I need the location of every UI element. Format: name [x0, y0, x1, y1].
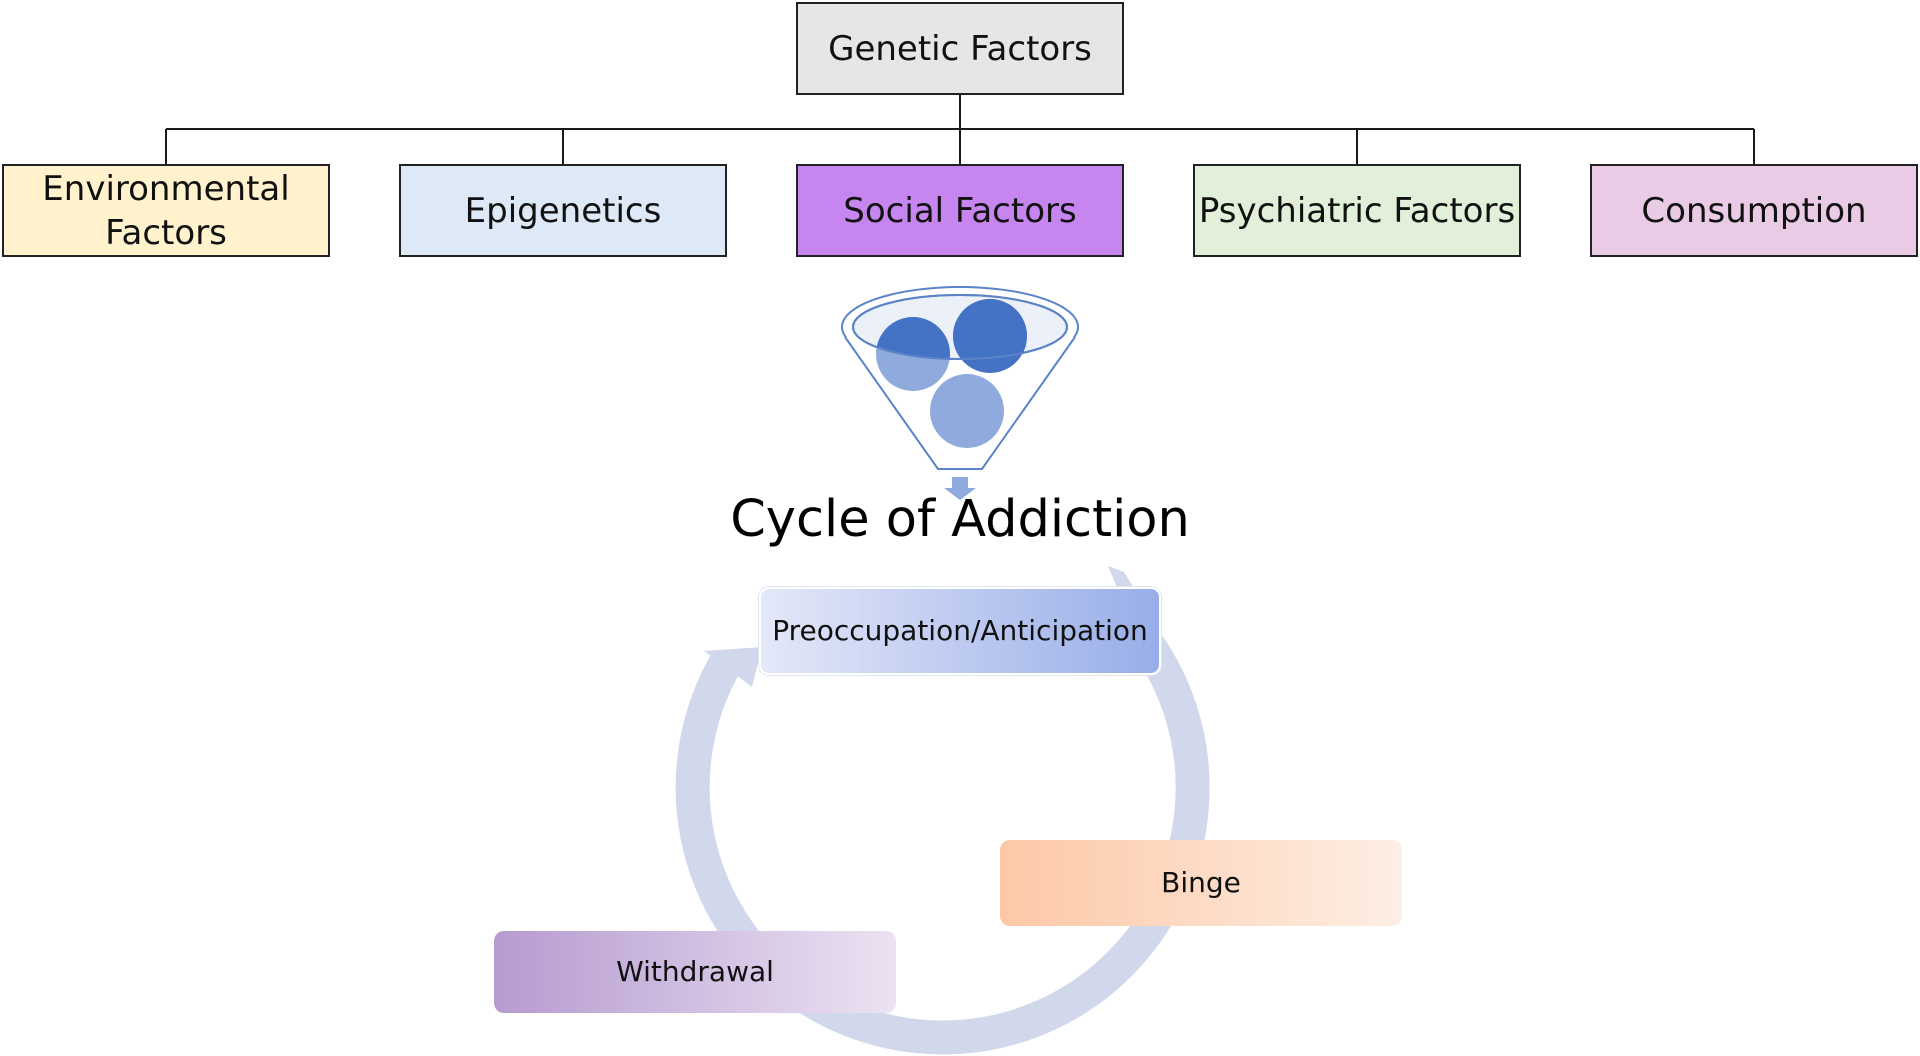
psychiatric-factors-box: Psychiatric Factors	[1193, 164, 1521, 257]
stage-preoccupation-label: Preoccupation/Anticipation	[772, 614, 1148, 647]
funnel-icon	[841, 286, 1079, 470]
genetic-factors-box: Genetic Factors	[796, 2, 1124, 95]
bubble-bottom-icon	[930, 374, 1004, 448]
environmental-factors-box: Environmental Factors	[2, 164, 330, 257]
stage-withdrawal-label: Withdrawal	[616, 955, 774, 988]
stage-binge-label: Binge	[1161, 866, 1241, 899]
cycle-arrowhead-icon	[704, 647, 762, 687]
social-factors-box: Social Factors	[796, 164, 1124, 257]
cycle-ring	[675, 623, 1210, 1055]
stage-binge: Binge	[1000, 840, 1402, 926]
down-arrow-icon	[944, 477, 976, 500]
stage-preoccupation-anticipation: Preoccupation/Anticipation	[759, 587, 1161, 675]
cycle-title: Cycle of Addiction	[730, 490, 1190, 549]
connector-tree	[165, 95, 1755, 164]
consumption-box: Consumption	[1590, 164, 1918, 257]
epigenetics-box: Epigenetics	[399, 164, 727, 257]
stage-withdrawal: Withdrawal	[494, 931, 896, 1013]
